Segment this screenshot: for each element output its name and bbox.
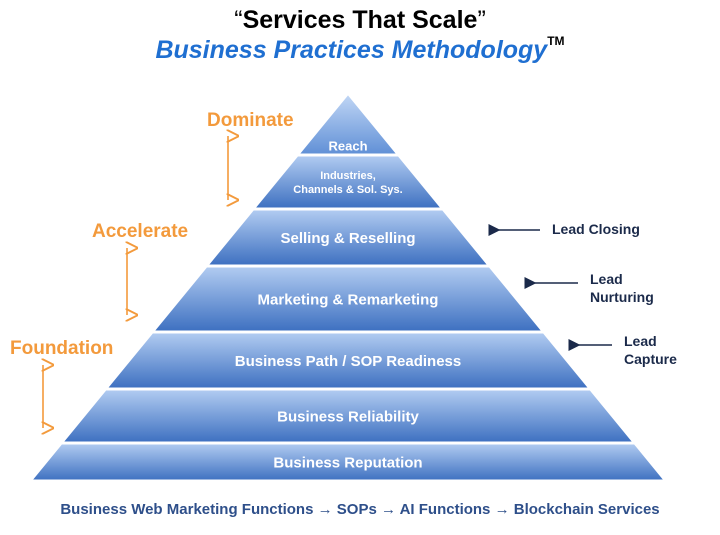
trademark-mark: TM <box>547 34 565 48</box>
close-quote: ” <box>477 6 486 34</box>
tier-label-6-line-1: Business Reliability <box>277 408 419 425</box>
page-title: “Services That Scale” <box>0 6 720 35</box>
lead-nurturing-line-2: Nurturing <box>590 289 654 305</box>
lead-arrows <box>488 224 612 351</box>
subtitle-text: Business Practices Methodology <box>155 36 548 64</box>
stage-arrows <box>43 136 228 428</box>
open-quote: “ <box>234 6 243 34</box>
stage-foundation: Foundation <box>10 338 114 359</box>
tier-label-7-line-1: Business Reputation <box>273 454 422 471</box>
pyramid-tier-7 <box>26 441 670 483</box>
stage-accelerate: Accelerate <box>92 221 189 242</box>
title-main: Services That Scale <box>242 6 478 34</box>
stage-dominate: Dominate <box>207 110 294 131</box>
lead-capture-label: Lead Capture <box>624 332 677 368</box>
lead-closing-line: Lead Closing <box>552 221 640 237</box>
footer-caption: Business Web Marketing Functions → SOPs … <box>60 501 660 518</box>
lead-closing-label: Lead Closing <box>552 220 640 238</box>
tier-label-3-line-1: Selling & Reselling <box>280 230 415 247</box>
lead-capture-line-1: Lead <box>624 333 657 349</box>
pyramid-tier-2 <box>249 153 447 211</box>
tier-label-2-line-2: Channels & Sol. Sys. <box>293 184 402 196</box>
tier-label-1-line-1: Reach <box>328 139 367 154</box>
lead-capture-line-2: Capture <box>624 351 677 367</box>
tier-label-5-line-1: Business Path / SOP Readiness <box>235 353 461 370</box>
tier-label-2-line-1: Industries, <box>320 170 376 182</box>
tier-label-4-line-1: Marketing & Remarketing <box>258 291 439 308</box>
lead-nurturing-label: Lead Nurturing <box>590 270 654 306</box>
page-subtitle: Business Practices MethodologyTM <box>0 34 720 65</box>
lead-nurturing-line-1: Lead <box>590 271 623 287</box>
